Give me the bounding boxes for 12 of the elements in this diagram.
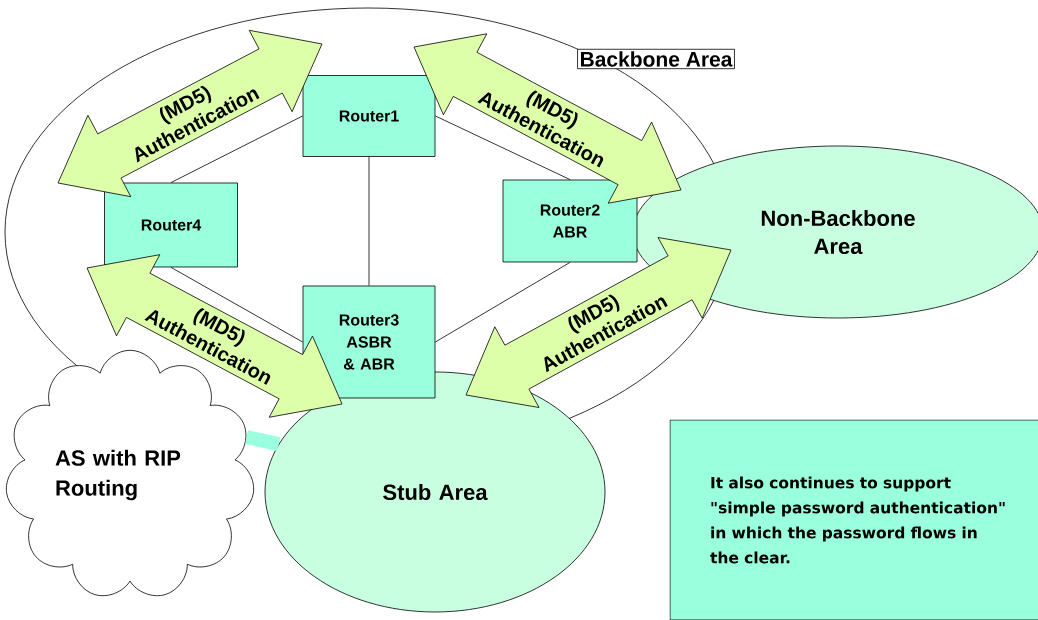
link-line	[368, 156, 370, 286]
note-box: It also continues to support "simple password authentication" in which the password flows in the clear.	[669, 419, 1038, 620]
link-line	[435, 115, 571, 180]
router-box: Router2 ABR	[502, 179, 638, 263]
router-box: Router3 ASBR & ABR	[302, 285, 436, 399]
router-box: Router1	[302, 75, 436, 157]
area-title: Backbone Area	[577, 48, 735, 70]
connector-band	[245, 430, 281, 451]
link-line	[170, 267, 303, 343]
router-box: Router4	[104, 182, 238, 268]
link-line	[435, 262, 571, 343]
link-line	[170, 115, 303, 183]
